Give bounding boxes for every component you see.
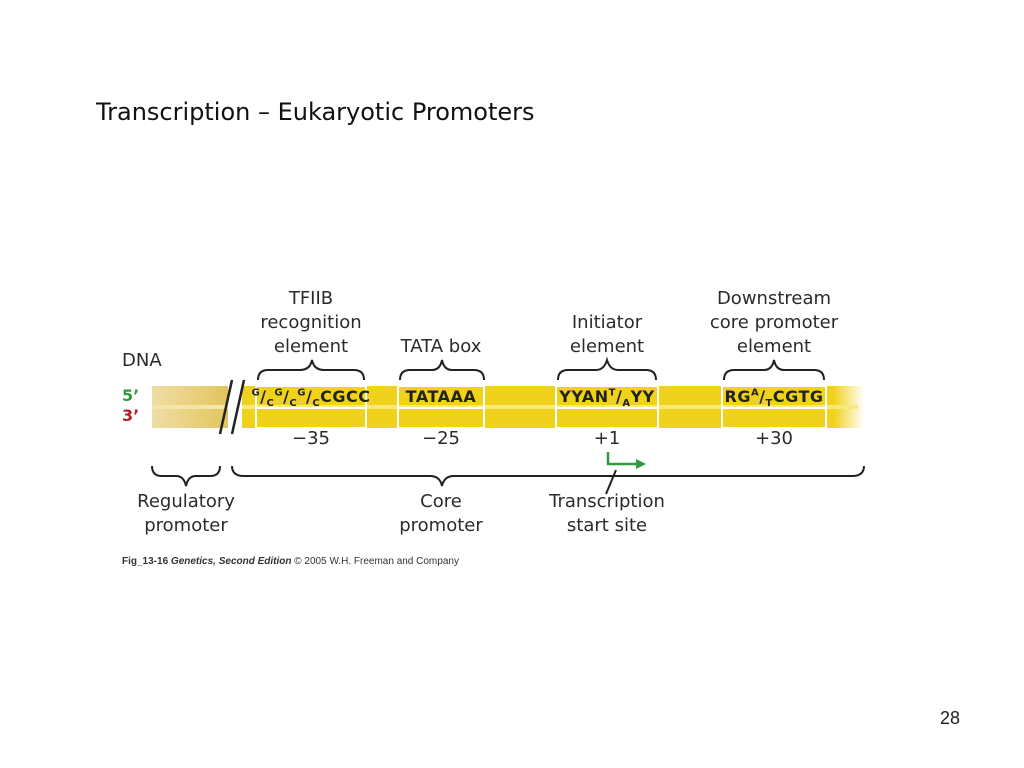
seq-box-inr-lower	[555, 407, 659, 429]
caption-copyright: © 2005 W.H. Freeman and Company	[294, 556, 459, 567]
label-regulatory-promoter: Regulatory promoter	[137, 491, 235, 536]
sequence-initiator: YYANT/AYY	[559, 387, 655, 410]
position-minus35: −35	[292, 428, 330, 449]
position-plus30: +30	[755, 428, 793, 449]
start-site-pointer	[605, 469, 617, 495]
label-transcription-start-site: Transcription start site	[549, 491, 665, 536]
brace-dpe	[723, 359, 825, 381]
position-minus25: −25	[422, 428, 460, 449]
slide-title: Transcription – Eukaryotic Promoters	[96, 98, 535, 126]
sequence-tata: TATAAA	[405, 387, 477, 406]
brace-regulatory	[151, 465, 221, 487]
brace-tfiib	[257, 359, 365, 381]
start-arrow	[606, 452, 636, 466]
position-plus1: +1	[593, 428, 621, 449]
strand-5-label: 5’	[122, 386, 140, 405]
page-number: 28	[940, 708, 961, 728]
caption-fig: Fig_13-16	[122, 556, 169, 567]
figure-caption: Fig_13-16 Genetics, Second Edition © 200…	[122, 556, 459, 567]
brace-core	[231, 465, 865, 487]
seq-box-tata-lower	[397, 407, 485, 429]
break-marks	[218, 378, 246, 436]
seq-box-dpe-lower	[721, 407, 827, 429]
sequence-tfiib: G/CG/CG/CCGCC	[251, 387, 371, 410]
label-tata: TATA box	[400, 336, 482, 357]
brace-inr	[557, 356, 657, 381]
label-initiator: Initiator element	[569, 312, 645, 357]
caption-book: Genetics, Second Edition	[170, 556, 292, 567]
dna-label: DNA	[122, 350, 162, 371]
label-downstream: Downstream core promoter element	[709, 288, 839, 357]
label-core-promoter: Core promoter	[399, 491, 483, 536]
strand-3-label: 3’	[122, 406, 140, 425]
seq-box-tfiib-lower	[255, 407, 367, 429]
start-arrow-head	[636, 459, 646, 469]
label-tfiib: TFIIB recognition element	[260, 288, 362, 357]
sequence-downstream: RGA/TCGTG	[724, 387, 824, 410]
brace-tata	[399, 359, 485, 381]
